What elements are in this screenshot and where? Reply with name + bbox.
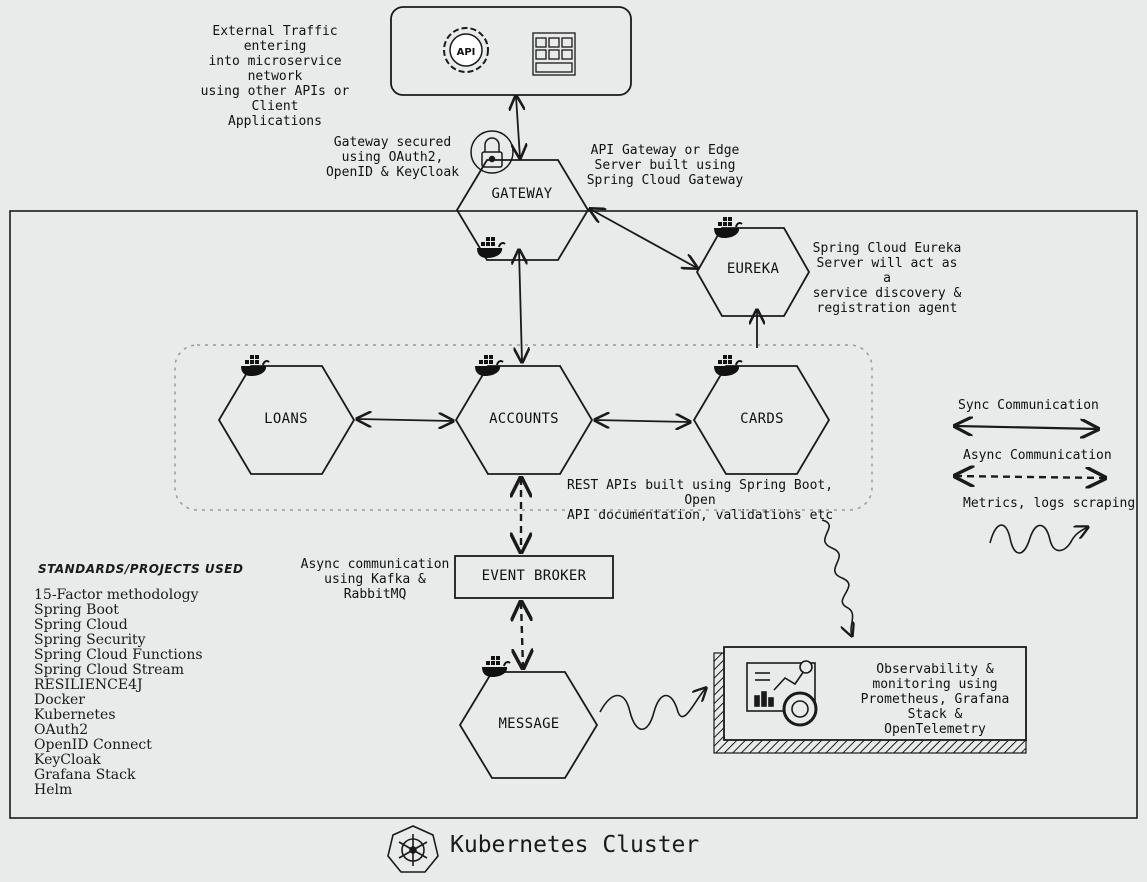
standards-item: Kubernetes [34, 707, 116, 723]
accounts-label: ACCOUNTS [489, 411, 559, 427]
observability-note: Observability & monitoring using Prometh… [860, 662, 1010, 737]
api-label: API [456, 47, 476, 58]
standards-item: RESILIENCE4J [34, 677, 143, 693]
loans-accounts-arrow [357, 419, 453, 421]
loans-label: LOANS [264, 411, 308, 427]
event-broker-label: EVENT BROKER [481, 568, 587, 584]
docker-icon-gateway [476, 236, 506, 259]
api-gear-icon [443, 27, 489, 73]
broker-note: Async communication using Kafka & Rabbit… [300, 557, 450, 602]
gateway-note: API Gateway or Edge Server built using S… [586, 143, 744, 188]
gateway-label: GATEWAY [491, 186, 553, 202]
gateway-hexagon [455, 159, 590, 261]
accounts-cards-arrow [595, 420, 690, 422]
gateway-accounts-arrow [519, 250, 522, 362]
gateway-eureka-arrow [590, 209, 697, 268]
standards-item: 15-Factor methodology [34, 587, 199, 603]
standards-title: STANDARDS/PROJECTS USED [38, 562, 244, 576]
docker-icon-message [481, 655, 511, 678]
legend-metrics-label: Metrics, logs scraping [963, 496, 1136, 511]
cards-label: CARDS [740, 411, 784, 427]
dashboard-icon [746, 660, 818, 727]
cluster-frame [9, 210, 1138, 819]
standards-item: Spring Cloud Functions [34, 647, 203, 663]
standards-item: Spring Cloud [34, 617, 128, 633]
standards-item: Spring Cloud Stream [34, 662, 185, 678]
legend-async-arrow [955, 476, 1105, 478]
legend-sync-arrow [955, 426, 1098, 429]
event-broker-box [454, 555, 614, 599]
kubernetes-icon [387, 825, 439, 873]
standards-item: Grafana Stack [34, 767, 136, 783]
legend-sync-label: Sync Communication [958, 398, 1099, 413]
external-traffic-note: External Traffic entering into microserv… [200, 24, 350, 129]
standards-item: OpenID Connect [34, 737, 152, 753]
message-metrics-squiggle [599, 688, 706, 731]
eureka-label: EUREKA [726, 261, 780, 277]
client-app-icon [532, 32, 576, 76]
legend-async-label: Async Communication [963, 448, 1112, 463]
standards-item: Spring Boot [34, 602, 119, 618]
standards-item: KeyCloak [34, 752, 101, 768]
clients-gateway-arrow [516, 96, 520, 158]
cluster-caption: Kubernetes Cluster [450, 832, 700, 858]
legend-metrics-squiggle [989, 524, 1088, 554]
message-label: MESSAGE [498, 716, 560, 732]
broker-message-arrow [521, 602, 523, 668]
gateway-security-note: Gateway secured using OAuth2, OpenID & K… [325, 135, 460, 180]
eureka-note: Spring Cloud Eureka Server will act as a… [812, 241, 962, 316]
lock-icon [470, 130, 514, 174]
standards-item: Helm [34, 782, 73, 798]
standards-item: Docker [34, 692, 85, 708]
standards-list: 15-Factor methodology Spring Boot Spring… [34, 588, 203, 798]
standards-item: OAuth2 [34, 722, 89, 738]
external-clients-box [390, 6, 632, 96]
cards-metrics-squiggle [821, 519, 853, 636]
standards-item: Spring Security [34, 632, 146, 648]
services-note: REST APIs built using Spring Boot, Open … [566, 478, 834, 523]
